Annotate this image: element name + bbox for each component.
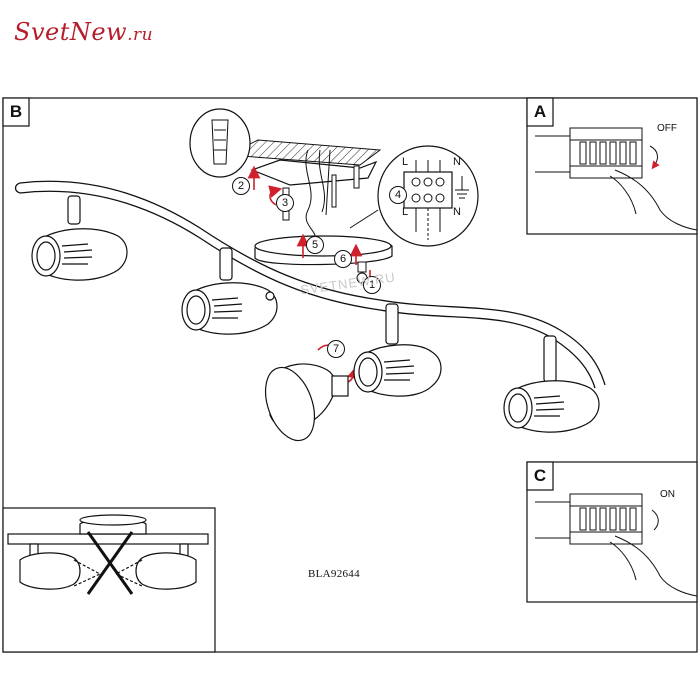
step-4-marker: 4 bbox=[389, 186, 407, 204]
step-5-marker: 5 bbox=[306, 236, 324, 254]
panel-a-tab bbox=[526, 97, 554, 127]
panel-a-breakers bbox=[535, 127, 698, 231]
terminal-live-bottom: L bbox=[402, 206, 409, 218]
terminal-live-top: L bbox=[402, 156, 409, 168]
step-1-marker: 1 bbox=[363, 276, 381, 294]
wrong-orientation-drawing bbox=[7, 514, 209, 595]
switch-on-label: ON bbox=[660, 489, 675, 500]
ceiling-canopy bbox=[254, 235, 393, 266]
logo-brand: SvetNew bbox=[14, 18, 128, 46]
panel-c-tab bbox=[526, 461, 554, 491]
panel-a-label: A bbox=[533, 102, 547, 121]
model-number: BLA92644 bbox=[308, 568, 360, 580]
step-6-marker: 6 bbox=[334, 250, 352, 268]
site-logo: SvetNew.ru bbox=[14, 18, 153, 46]
terminal-block-inset bbox=[349, 145, 479, 247]
panel-b-frame bbox=[2, 97, 698, 653]
switch-off-label: OFF bbox=[657, 123, 677, 134]
spotlight-1 bbox=[31, 195, 128, 281]
step-7-marker: 7 bbox=[327, 340, 345, 358]
step-3-marker: 3 bbox=[276, 194, 294, 212]
panel-c-breakers bbox=[535, 493, 698, 597]
terminal-neutral-bottom: N bbox=[453, 206, 461, 218]
panel-b-label: B bbox=[9, 102, 23, 121]
spotlight-4 bbox=[503, 335, 600, 433]
terminal-neutral-top: N bbox=[453, 156, 461, 168]
step-2-marker: 2 bbox=[232, 177, 250, 195]
logo-tld: .ru bbox=[127, 25, 154, 45]
spotlight-3 bbox=[264, 303, 442, 442]
ceiling-mount bbox=[226, 139, 382, 241]
panel-b-tab bbox=[2, 97, 30, 127]
panel-c-label: C bbox=[533, 466, 547, 485]
spotlight-2 bbox=[181, 247, 278, 335]
wall-plug-inset bbox=[189, 108, 251, 178]
